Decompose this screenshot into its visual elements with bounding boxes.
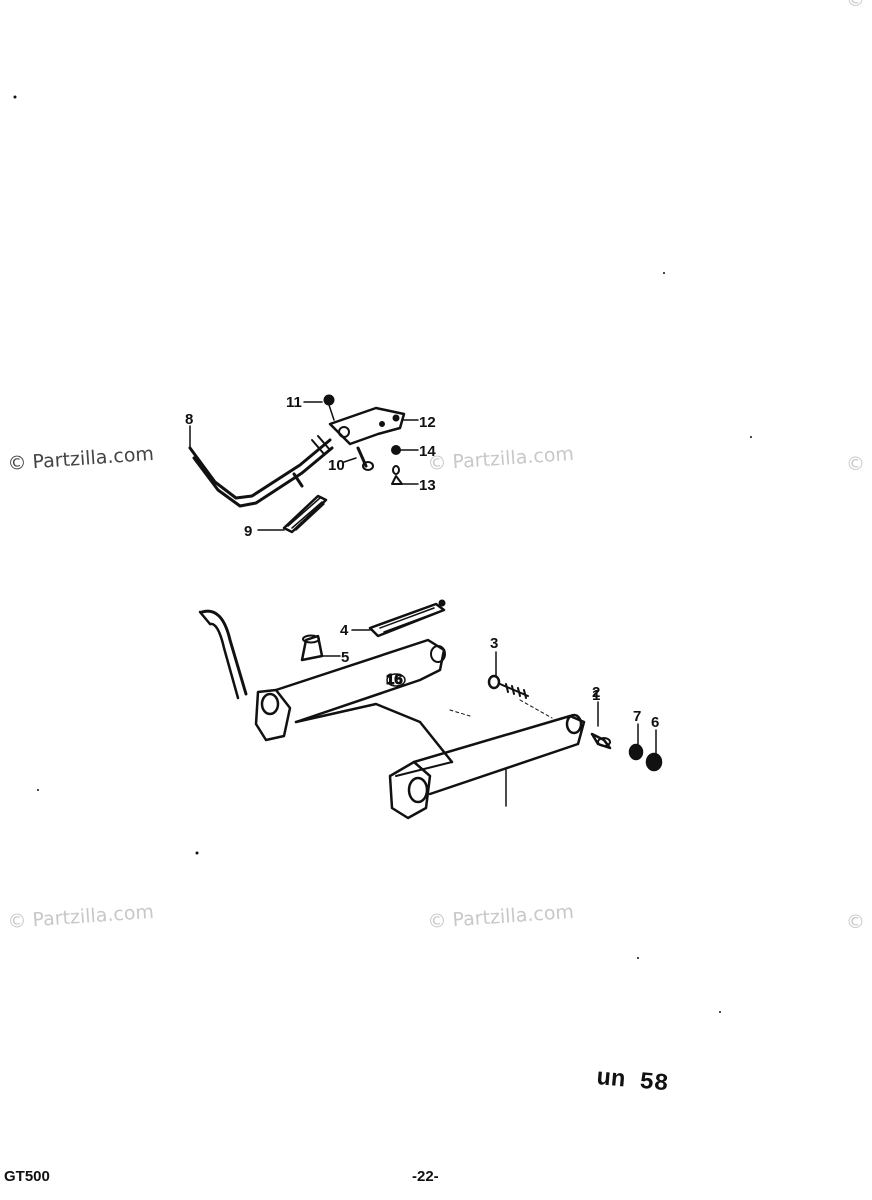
side-stand-lever-assembly [188, 394, 419, 534]
part-11-nut [323, 394, 335, 406]
watermark-2: © Partzilla.com [427, 443, 575, 475]
watermark-1: © Partzilla.com [7, 443, 155, 475]
callout-3: 3 [490, 635, 498, 652]
callout-6: 6 [651, 714, 659, 731]
callout-2: 2 [592, 684, 600, 701]
callout-9: 9 [244, 523, 252, 540]
watermark-5: © [846, 453, 865, 475]
reference-mark: un 58 [595, 1065, 669, 1098]
callout-16: 16 [386, 671, 403, 688]
watermark-4: © Partzilla.com [427, 901, 575, 933]
part-14-washer [391, 445, 401, 455]
watermark-7: © [846, 0, 865, 11]
callout-8: 8 [185, 411, 193, 428]
part-9-pad [282, 494, 328, 534]
scan-specks [13, 95, 752, 1013]
callout-7: 7 [633, 708, 641, 725]
callout-12: 12 [419, 414, 436, 431]
part-10-bolt [356, 446, 374, 471]
callouts: 1 2 3 4 5 6 7 8 9 10 11 12 13 14 [185, 394, 659, 731]
callout-1: 1 [592, 687, 600, 704]
part-12-bracket [328, 406, 406, 446]
callout-14: 14 [419, 443, 436, 460]
callout-13: 13 [419, 477, 436, 494]
footer-page-number: -22- [412, 1168, 439, 1185]
center-stand-assembly: 16 [198, 599, 663, 820]
watermark-6: © [846, 911, 865, 933]
callout-5: 5 [341, 649, 349, 666]
part-3-bolt [487, 674, 529, 699]
part-4-spring [368, 599, 446, 638]
part-5-stopper [300, 634, 324, 662]
part-13-bolt [391, 465, 403, 485]
part-1-center-stand: 16 [198, 609, 586, 820]
callout-4: 4 [340, 622, 349, 639]
part-6-nut [645, 752, 663, 772]
part-8-lever [188, 435, 334, 508]
footer-model: GT500 [4, 1168, 50, 1185]
watermark-3: © Partzilla.com [7, 901, 155, 933]
part-2-bush [590, 732, 612, 750]
callout-11: 11 [286, 394, 302, 411]
watermarks: © Partzilla.com © Partzilla.com © Partzi… [7, 0, 865, 933]
callout-10: 10 [328, 457, 345, 474]
part-7-washer [628, 743, 644, 761]
